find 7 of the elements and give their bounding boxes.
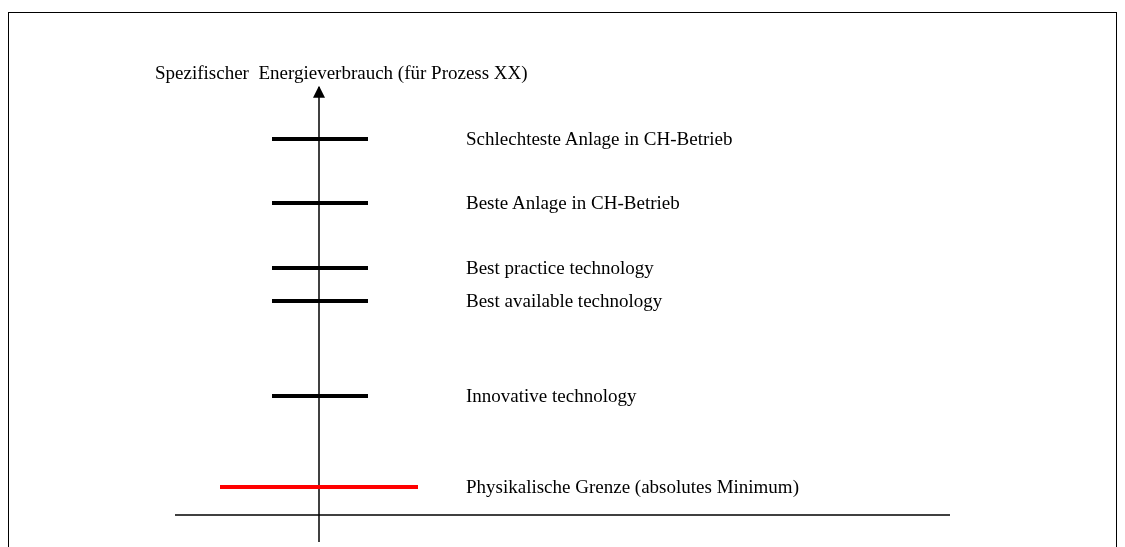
level-label: Physikalische Grenze (absolutes Minimum) <box>466 476 799 498</box>
axis-title: Spezifischer Energieverbrauch (für Prozess XX) <box>155 62 528 84</box>
level-label: Best practice technology <box>466 257 654 279</box>
level-label: Beste Anlage in CH-Betrieb <box>466 192 680 214</box>
level-label: Schlechteste Anlage in CH-Betrieb <box>466 128 733 150</box>
level-label: Innovative technology <box>466 385 637 407</box>
level-label: Best available technology <box>466 290 663 312</box>
